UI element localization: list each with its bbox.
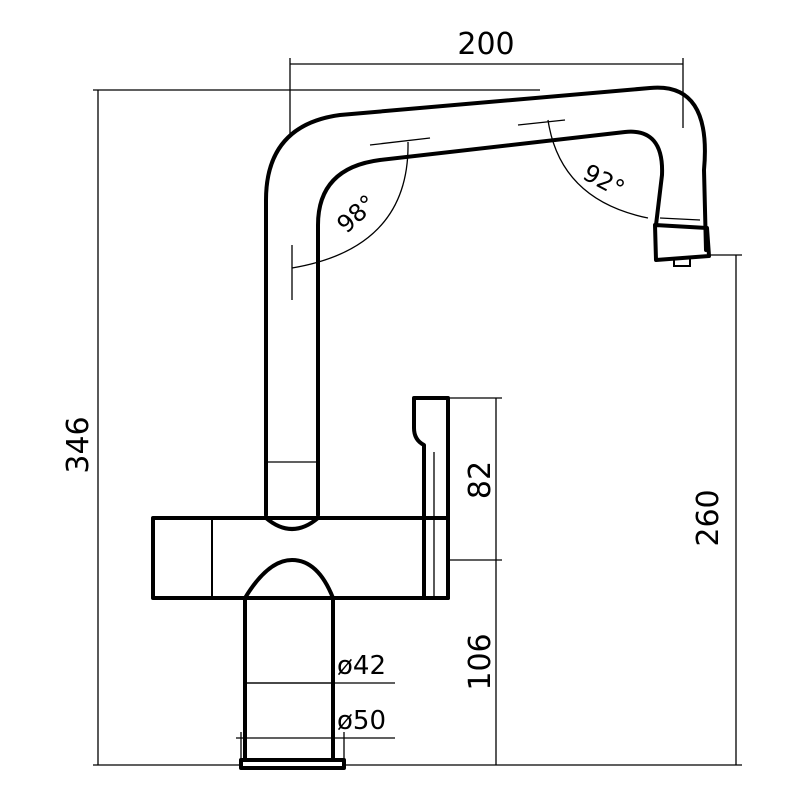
angle-annotations: 98° 92°: [291, 119, 649, 300]
dim-d42-label: ø42: [337, 651, 386, 681]
body-saddle-top: [264, 516, 320, 531]
dim-200-label: 200: [457, 27, 514, 62]
angle-tick-right-horz: [517, 119, 566, 126]
angle-tick-left-horz: [369, 137, 431, 146]
faucet-outline: [151, 85, 711, 770]
dim-260-label: 260: [691, 489, 726, 546]
angle-arc-left: [291, 141, 409, 269]
dim-d50-label: ø50: [337, 706, 386, 736]
spout-outer: [264, 85, 708, 517]
angle-label-right: 92°: [578, 159, 629, 204]
spout-inner-guide: [659, 217, 701, 221]
dimension-lines: 200 346 260 82 106 ø42 ø50: [61, 27, 742, 766]
dim-346-label: 346: [61, 416, 96, 473]
nozzle-outlet: [673, 258, 691, 267]
dim-82-label: 82: [463, 461, 498, 499]
angle-arc-right: [547, 119, 649, 219]
angle-label-left: 98°: [331, 189, 381, 238]
dim-106-label: 106: [463, 633, 498, 690]
body-block: [151, 516, 450, 600]
right-lever: [412, 396, 450, 600]
spout-inner: [316, 129, 665, 517]
base-flange: [239, 758, 346, 770]
base-column-saddle: [243, 558, 335, 600]
spout-nozzle: [653, 223, 711, 262]
